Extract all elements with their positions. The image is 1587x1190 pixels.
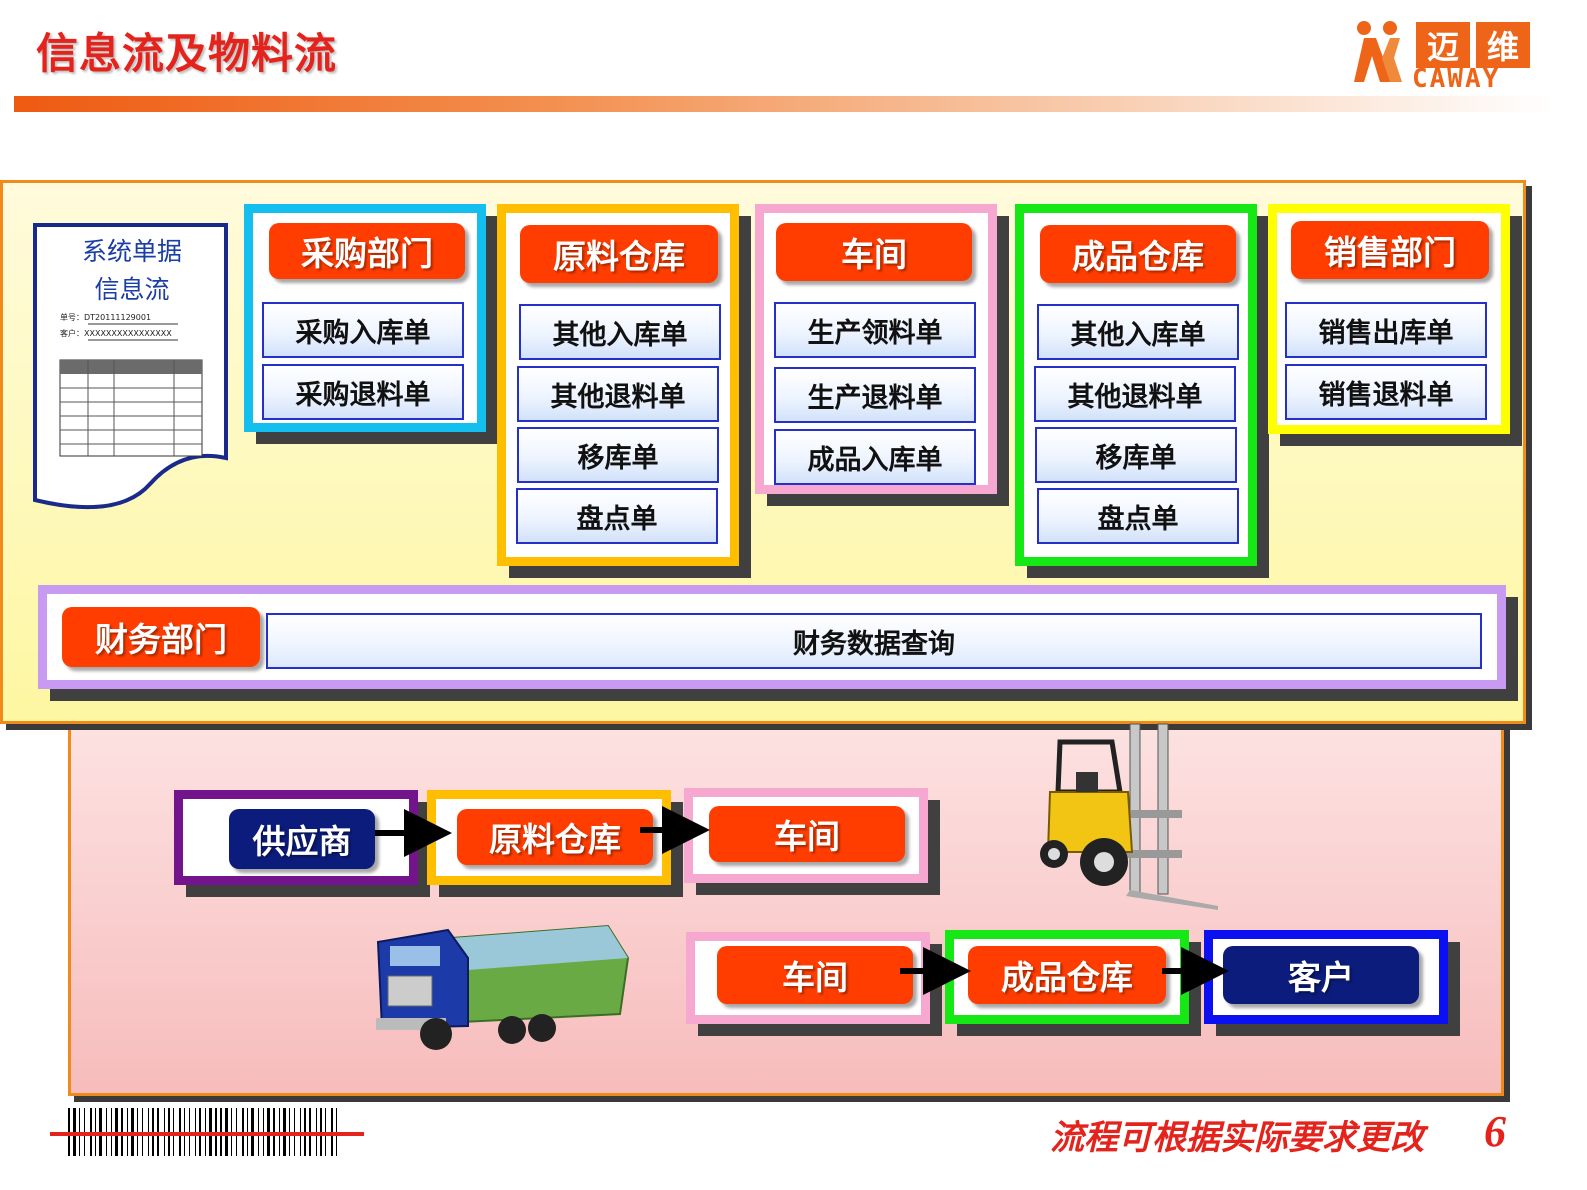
doc-production-issue: 生产领料单 <box>774 302 976 358</box>
dept-finance-title: 财务部门 <box>62 607 260 667</box>
doc-purchase-return: 采购退料单 <box>262 364 464 420</box>
doc-fg-transfer: 移库单 <box>1035 427 1237 483</box>
doc-fg-other-receipt: 其他入库单 <box>1037 304 1239 360</box>
flow1-supplier: 供应商 <box>229 809 375 869</box>
caway-logo: 迈 维 CAWAY <box>1350 14 1550 94</box>
flow1-workshop-frame: 车间 <box>684 788 928 883</box>
doc-sales-shipment: 销售出库单 <box>1285 302 1487 358</box>
material-flow-panel <box>68 700 1504 1096</box>
document-customer-label: 客户： <box>60 329 84 338</box>
doc-purchase-receipt: 采购入库单 <box>262 302 464 358</box>
title-underline-bar <box>14 96 1554 112</box>
dept-purchase: 采购部门 采购入库单 采购退料单 <box>244 204 486 432</box>
dept-sales: 销售部门 销售出库单 销售退料单 <box>1268 204 1510 434</box>
flow2-customer: 客户 <box>1223 946 1419 1004</box>
barcode-icon <box>50 1108 364 1156</box>
dept-raw-warehouse-title: 原料仓库 <box>520 225 718 283</box>
logo-char-mai: 迈 <box>1416 22 1470 68</box>
document-caption-line2: 信息流 <box>94 275 170 304</box>
logo-char-wei: 维 <box>1476 22 1530 68</box>
flow2-workshop: 车间 <box>717 946 913 1004</box>
flow2-customer-frame: 客户 <box>1204 930 1448 1024</box>
document-no-value: DT20111129001 <box>84 313 152 322</box>
dept-finished-warehouse-title: 成品仓库 <box>1040 225 1236 283</box>
dept-workshop-title: 车间 <box>776 223 972 281</box>
dept-raw-warehouse: 原料仓库 其他入库单 其他退料单 移库单 盘点单 <box>497 204 739 566</box>
dept-workshop: 车间 生产领料单 生产退料单 成品入库单 <box>755 204 997 494</box>
document-no-label: 单号： <box>60 313 84 322</box>
document-caption-line1: 系统单据 <box>82 237 183 266</box>
dept-finance: 财务部门 财务数据查询 <box>38 585 1506 689</box>
doc-production-return: 生产退料单 <box>774 367 976 423</box>
forklift-icon <box>1040 723 1218 910</box>
system-document-icon: 系统单据 信息流 单号：DT20111129001 客户：XXXXXXXXXXX… <box>32 222 230 522</box>
document-customer-value: XXXXXXXXXXXXXXXX <box>84 329 172 338</box>
page-number: 6 <box>1484 1107 1506 1156</box>
doc-raw-stocktake: 盘点单 <box>516 488 718 544</box>
doc-raw-other-return: 其他退料单 <box>517 366 719 422</box>
doc-sales-return: 销售退料单 <box>1285 364 1487 420</box>
flow2-finished-warehouse: 成品仓库 <box>968 946 1166 1004</box>
flow1-raw-warehouse: 原料仓库 <box>457 809 653 865</box>
dept-purchase-title: 采购部门 <box>269 223 465 279</box>
doc-fg-other-return: 其他退料单 <box>1034 366 1236 422</box>
doc-finished-receipt: 成品入库单 <box>774 429 976 485</box>
dept-sales-title: 销售部门 <box>1291 221 1489 279</box>
doc-raw-transfer: 移库单 <box>517 427 719 483</box>
flow1-workshop: 车间 <box>709 806 905 862</box>
flow2-fg-frame: 成品仓库 <box>945 930 1189 1024</box>
logo-figures-icon <box>1354 21 1402 82</box>
dept-finished-warehouse: 成品仓库 其他入库单 其他退料单 移库单 盘点单 <box>1015 204 1257 566</box>
logo-english: CAWAY <box>1412 64 1501 94</box>
flow2-workshop-frame: 车间 <box>686 932 930 1024</box>
finance-data-query: 财务数据查询 <box>266 613 1482 669</box>
footer-note: 流程可根据实际要求更改 <box>1050 1118 1424 1158</box>
doc-raw-other-receipt: 其他入库单 <box>519 304 721 360</box>
flow1-supplier-frame: 供应商 <box>174 790 418 885</box>
doc-fg-stocktake: 盘点单 <box>1037 488 1239 544</box>
truck-icon <box>376 924 630 1050</box>
page-title: 信息流及物料流 <box>36 29 338 78</box>
